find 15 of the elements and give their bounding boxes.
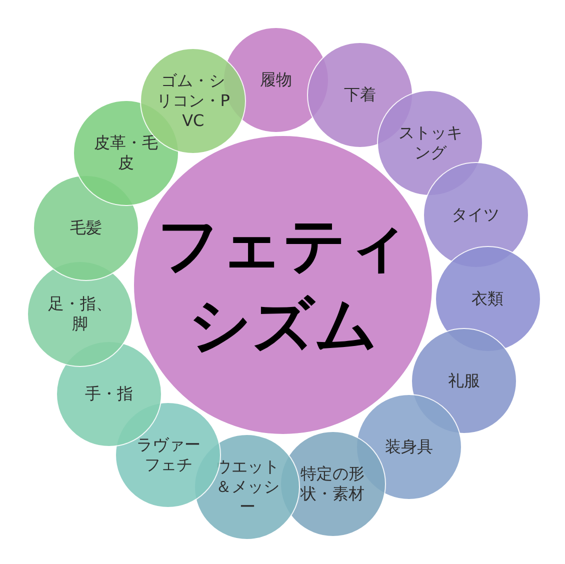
topic-label: 装身具: [384, 436, 434, 457]
topic-label: 履物: [258, 70, 293, 90]
topic-label: タイツ: [450, 204, 501, 225]
topic-label: 特定の形状・素材: [299, 464, 366, 504]
topic-label: 足・指、脚: [46, 294, 113, 334]
center-label: フェティシズム: [156, 207, 410, 363]
topic-label: ストッキング: [397, 122, 464, 163]
topic-label: ゴム・シリコン・PVC: [156, 70, 230, 131]
topic-label: 皮革・毛皮: [92, 133, 159, 174]
topic-label: 礼服: [447, 371, 481, 392]
topic-label: 手・指: [84, 384, 134, 404]
topic-label: 毛髪: [68, 218, 103, 238]
topic-label: ラヴァーフェチ: [135, 434, 202, 475]
topic-label: 衣類: [470, 289, 504, 310]
topic-label: 下着: [342, 84, 377, 105]
